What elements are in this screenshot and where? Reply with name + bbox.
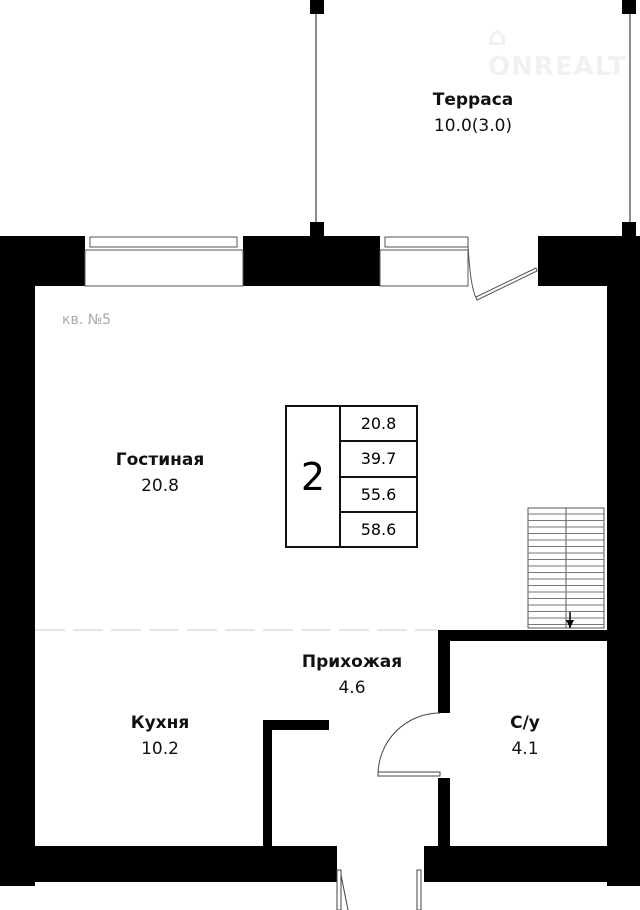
bathroom-door[interactable] xyxy=(377,712,441,777)
walls xyxy=(0,236,640,886)
room-label-hallway: Прихожая 4.6 xyxy=(301,652,403,698)
area-summary-table: 2 20.8 39.7 55.6 58.6 xyxy=(285,405,418,548)
room-label-terrace: Терраса 10.0(3.0) xyxy=(432,90,514,136)
terrace-outline xyxy=(315,0,631,236)
room-label-living: Гостиная 20.8 xyxy=(115,450,205,496)
entrance-door[interactable] xyxy=(336,869,422,910)
windows xyxy=(84,236,469,287)
terrace-door[interactable] xyxy=(467,243,538,301)
summary-value: 20.8 xyxy=(341,407,416,443)
summary-value: 58.6 xyxy=(360,519,397,539)
apartment-number: кв. №5 xyxy=(62,312,112,328)
summary-value: 55.6 xyxy=(341,478,416,513)
terrace-posts xyxy=(310,0,636,236)
stairs xyxy=(527,507,605,629)
room-label-kitchen: Кухня 10.2 xyxy=(130,713,190,759)
summary-value: 39.7 xyxy=(341,442,416,478)
room-label-bathroom: С/у 4.1 xyxy=(510,713,540,759)
watermark-logo: ⌂ ONREALT xyxy=(488,22,627,82)
room-count: 2 xyxy=(287,407,341,546)
